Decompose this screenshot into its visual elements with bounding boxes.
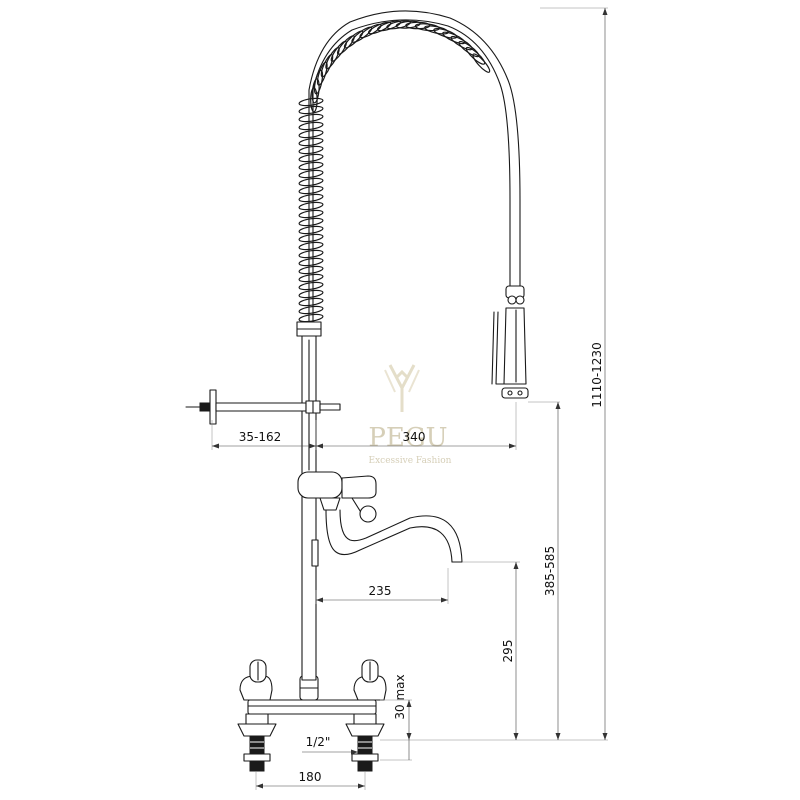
watermark-brand: PEGU [368,423,447,453]
coil-turn [298,121,324,131]
dim-bracket-offset: 35-162 [239,430,282,444]
coil-turn [298,241,324,251]
dim-connection: 1/2" [306,735,331,749]
coil-turn [298,233,324,243]
dim-spray-reach: 340 [403,430,426,444]
coil-turn [298,113,324,123]
coil-turn [298,249,324,259]
dim-spray-height: 385-585 [543,546,557,596]
swivel-spout [297,471,463,563]
coil-turn [298,193,324,203]
wall-bracket [185,389,341,425]
coil-turn [298,209,324,219]
coil-turn [472,53,491,73]
watermark-tagline: Excessive Fashion [369,456,452,466]
coil-turn [298,265,324,275]
coil-turn [298,161,324,171]
riser-column [296,321,322,681]
coil-turn [298,313,324,323]
coil-turn [298,137,324,147]
coil-turn [298,153,324,163]
coil-turn [298,145,324,155]
dim-total-height: 1110-1230 [590,342,604,407]
coil-turn [298,185,324,195]
coil-turn [298,281,324,291]
left-fixing [237,713,277,772]
coil-turn [298,169,324,179]
coil-turn [298,129,324,139]
coil-turn [298,177,324,187]
coil-turn [298,225,324,235]
spray-gun [491,285,529,399]
right-fixing [345,713,385,772]
dim-centers: 180 [299,770,322,784]
coil-turn [298,201,324,211]
coil-turn [298,305,324,315]
watermark-logo [384,364,420,412]
dim-spout-reach: 235 [369,584,392,598]
spring-hose [298,10,521,323]
spring-coil [298,20,491,323]
coil-turn [298,289,324,299]
dim-spout-height: 295 [501,640,515,663]
coil-turn [298,273,324,283]
coil-turn [298,297,324,307]
dim-deck-thickness: 30 max [393,674,407,719]
coil-turn [298,217,324,227]
coil-turn [298,257,324,267]
dimension-lines [211,7,608,790]
